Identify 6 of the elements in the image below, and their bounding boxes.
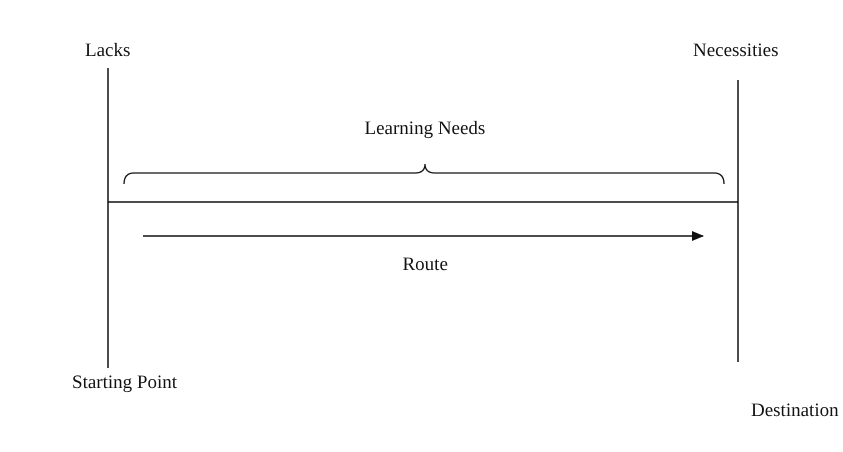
diagram-label: Route <box>402 254 448 276</box>
diagram-label: Destination <box>751 400 839 422</box>
diagram-label: Necessities <box>693 40 778 62</box>
diagram-label: Starting Point <box>72 372 178 394</box>
diagram-label: Learning Needs <box>364 118 486 140</box>
diagram-label: Lacks <box>85 40 130 62</box>
